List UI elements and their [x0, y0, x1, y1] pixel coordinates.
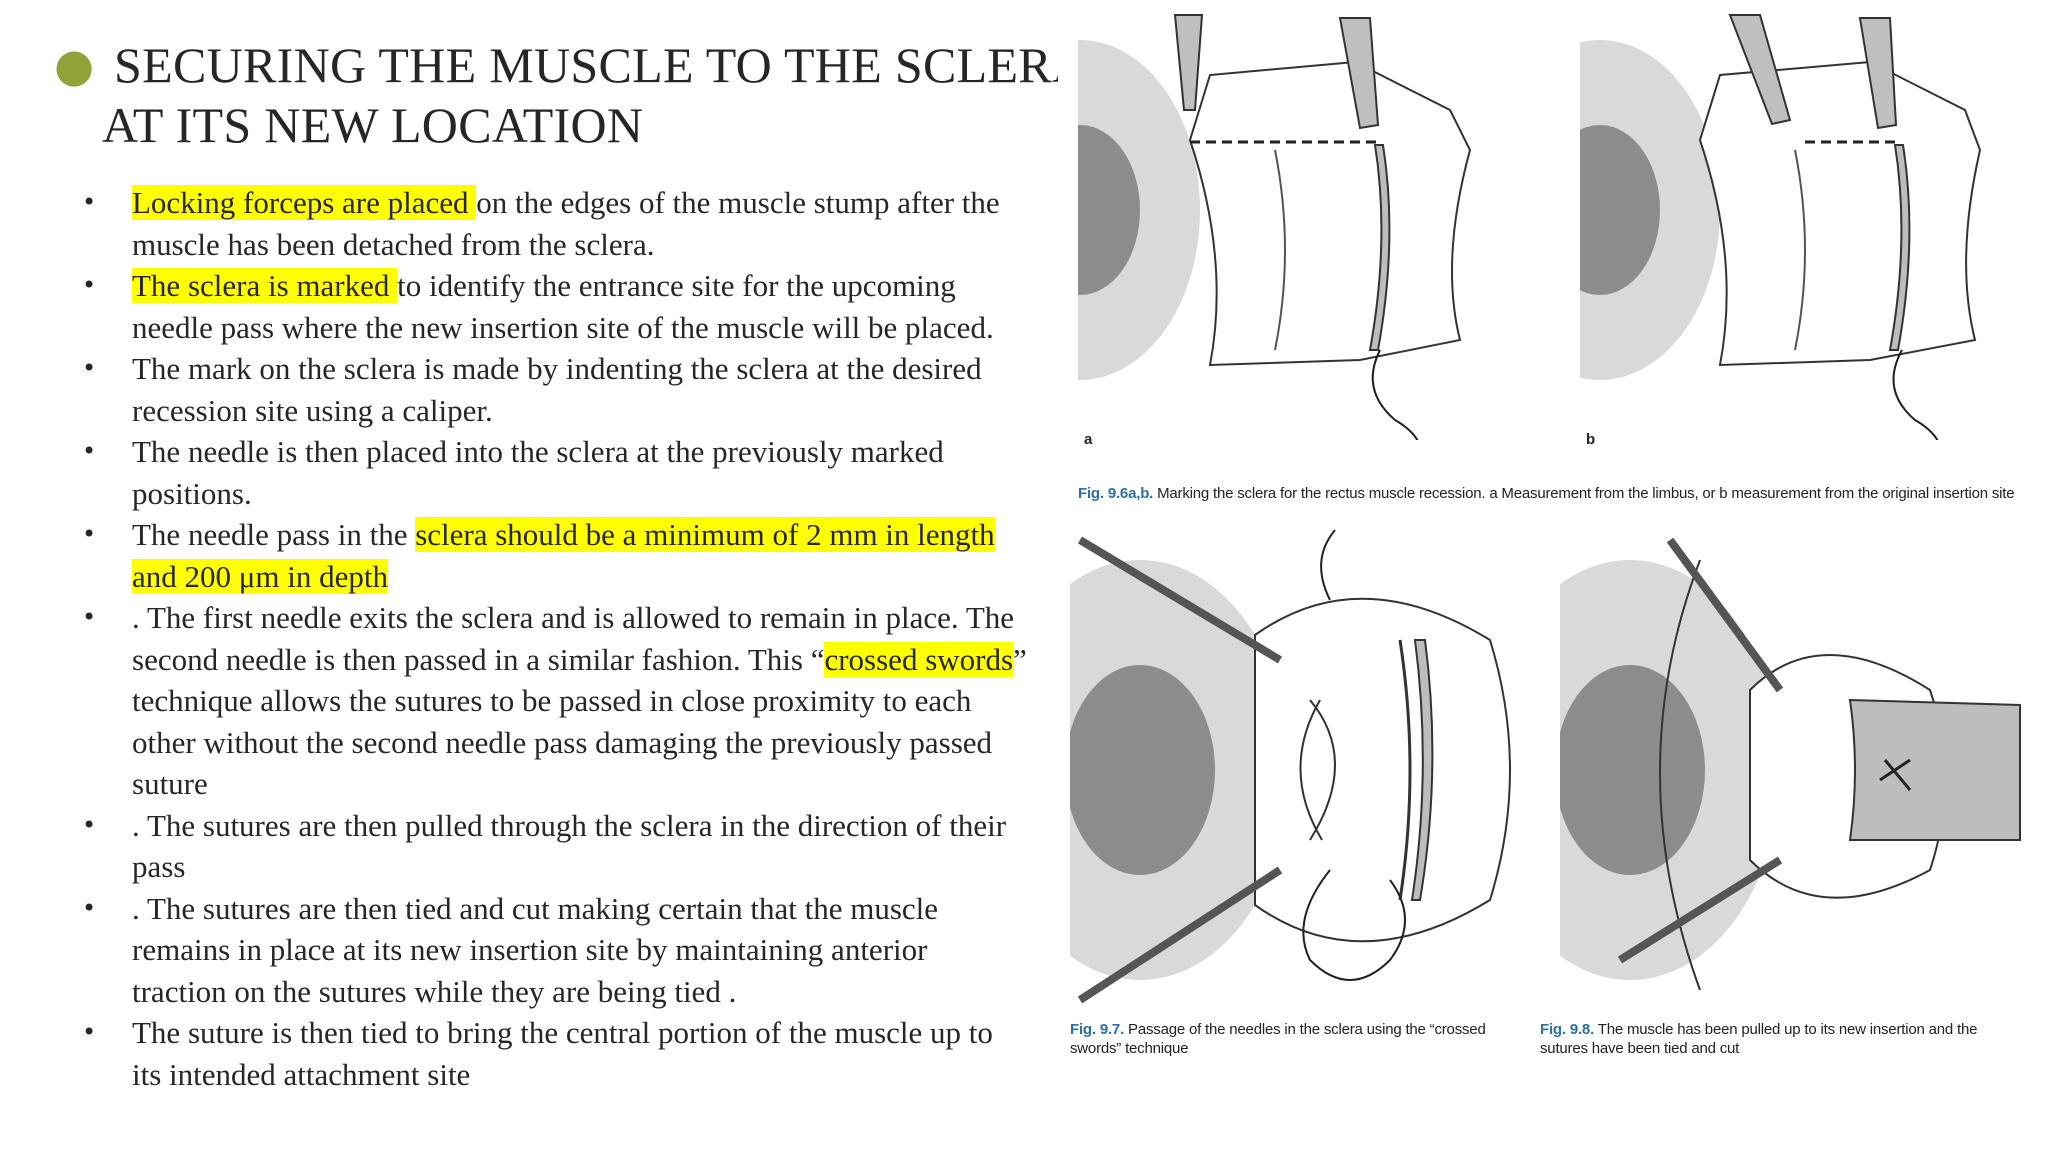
figure-caption-9-7: Fig. 9.7. Passage of the needles in the …	[1070, 1020, 1510, 1058]
bullet-dot-icon: •	[82, 271, 97, 299]
surgical-figure: a b	[1060, 0, 2048, 1152]
bullet-dot-icon: •	[82, 893, 97, 922]
bullet-item: • . The first needle exits the sclera and…	[78, 597, 1028, 805]
caption-text: The muscle has been pulled up to its new…	[1540, 1021, 1978, 1057]
bullet-item: • The sclera is marked to identify the en…	[78, 265, 1028, 348]
bullet-item: • Locking forceps are placed on the edges…	[78, 182, 1028, 265]
bullet-item: • . The sutures are then pulled through t…	[78, 805, 1028, 888]
title-line-2: AT ITS NEW LOCATION	[102, 97, 644, 152]
bullet-item: • The suture is then tied to bring the c…	[78, 1012, 1028, 1095]
bullet-dot-icon: •	[82, 603, 97, 631]
bullet-item: • The mark on the sclera is made by inden…	[78, 348, 1028, 431]
bullet-text: The mark on the sclera is made by indent…	[132, 351, 982, 428]
bullet-dot-icon: •	[82, 810, 97, 839]
bullet-item: • The needle is then placed into the scle…	[78, 431, 1028, 514]
panel-b-illustration	[1580, 14, 1982, 440]
bullet-dot-icon: •	[82, 188, 97, 216]
bullet-text: . The first needle exits the sclera and …	[132, 600, 1015, 677]
figure-illustrations: a b	[1070, 14, 2021, 1004]
caption-text: Marking the sclera for the rectus muscle…	[1153, 485, 2015, 502]
title-bullet-icon: ●	[54, 38, 95, 92]
panel-a-illustration	[1078, 14, 1472, 440]
bullet-item: • . The sutures are then tied and cut mak…	[78, 888, 1028, 1013]
bullet-item: • The needle pass in the sclera should b…	[78, 514, 1028, 597]
figure-caption-9-8: Fig. 9.8. The muscle has been pulled up …	[1540, 1020, 2010, 1058]
highlighted-text: crossed swords	[824, 641, 1014, 677]
caption-text: Passage of the needles in the sclera usi…	[1070, 1021, 1486, 1057]
panel-tied-sutures-illustration	[1560, 537, 2021, 991]
title-line-1: SECURING THE MUSCLE TO THE SCLERA	[114, 37, 1058, 93]
bullet-text: . The sutures are then pulled through th…	[132, 807, 1007, 885]
highlighted-text: Locking forceps are placed	[132, 185, 477, 220]
slide-title: ● SECURING THE MUSCLE TO THE SCLERA AT I…	[48, 32, 1058, 152]
bullet-dot-icon: •	[82, 1018, 97, 1046]
panel-crossed-swords-illustration	[1070, 529, 1511, 1004]
bullet-text: The needle is then placed into the scler…	[132, 434, 944, 511]
bullet-text: . The sutures are then tied and cut maki…	[132, 890, 939, 1009]
quote-open: “	[810, 641, 825, 677]
panel-label-a: a	[1084, 431, 1093, 448]
bullet-dot-icon: •	[82, 520, 97, 548]
bullet-text: The suture is then tied to bring the cen…	[132, 1015, 993, 1092]
bullet-text: to identify the entrance site for the up…	[132, 268, 994, 345]
caption-fig-number: Fig. 9.7.	[1070, 1021, 1125, 1038]
bullet-text: on the edges of the muscle stump after t…	[132, 185, 1000, 262]
bullet-text: The needle pass in the	[132, 517, 416, 552]
caption-fig-number: Fig. 9.8.	[1540, 1021, 1595, 1038]
highlighted-text: The sclera is marked	[132, 268, 398, 303]
caption-fig-number: Fig. 9.6a,b.	[1078, 485, 1154, 502]
bullet-text-after: ” technique allows the sutures to be pas…	[132, 641, 1027, 802]
figure-caption-9-6: Fig. 9.6a,b. Marking the sclera for the …	[1078, 484, 2038, 503]
bullet-dot-icon: •	[82, 437, 97, 465]
panel-label-b: b	[1586, 431, 1595, 448]
bullet-dot-icon: •	[82, 354, 97, 382]
bullet-list: • Locking forceps are placed on the edges…	[78, 182, 1028, 1095]
